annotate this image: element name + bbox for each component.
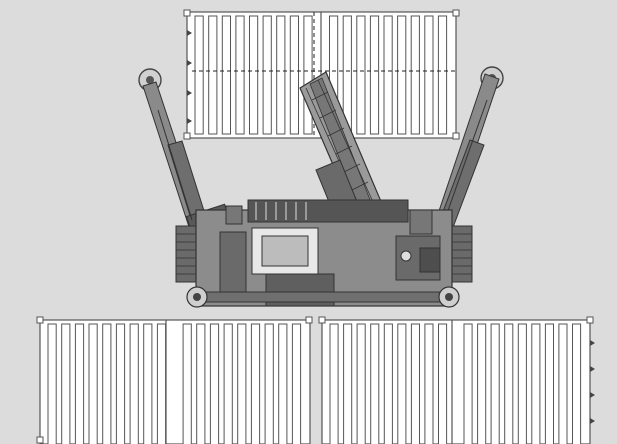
container-rib [531, 323, 541, 444]
bottom-right-container [318, 316, 595, 444]
corner-fitting [452, 132, 460, 140]
container-rib [289, 15, 299, 135]
container-rib [558, 323, 568, 444]
container-rib [61, 323, 71, 444]
container-rib [370, 323, 380, 444]
container-rib [208, 15, 218, 135]
container-rib [262, 15, 272, 135]
container-rib [47, 323, 57, 444]
container-rib [490, 323, 500, 444]
container-rib [438, 323, 448, 444]
container-rib [517, 323, 527, 444]
container-rib [383, 15, 393, 135]
container-rib [156, 323, 167, 444]
container-rib [329, 323, 339, 444]
corner-fitting [183, 132, 191, 140]
container-rib [463, 323, 473, 444]
container-rib [424, 15, 434, 135]
container-rib [196, 323, 206, 444]
container-rib [504, 323, 514, 444]
container-rib [129, 323, 139, 444]
container-rib [477, 323, 487, 444]
container-rib [369, 15, 380, 135]
corner-fitting [318, 316, 326, 324]
container-rib [276, 15, 286, 135]
telescopic-arm-icon [435, 66, 504, 231]
container-rib [572, 323, 582, 444]
container-rib [410, 323, 420, 444]
container-rib [278, 323, 288, 444]
container-rib [182, 323, 192, 444]
corner-fitting [183, 9, 191, 17]
container-rib [343, 323, 353, 444]
container-rib [249, 15, 259, 135]
container-rib [235, 15, 245, 135]
corner-fitting [36, 316, 44, 324]
container-rib [264, 323, 274, 444]
container-rib [102, 323, 112, 444]
corner-fitting [586, 316, 594, 324]
container-rib [88, 323, 98, 444]
container-rib [397, 15, 407, 135]
container-rib [356, 323, 366, 444]
corner-fitting [452, 9, 460, 17]
container-rib [397, 323, 407, 444]
container-rib [143, 323, 153, 444]
top-container-ribs [194, 15, 448, 135]
bottom-left-container [36, 316, 313, 444]
container-rib [194, 15, 204, 135]
container-rib [410, 15, 420, 135]
container-rib [544, 323, 555, 444]
container-rib [303, 15, 313, 135]
container-rib [437, 15, 448, 135]
top-container-markers [187, 30, 192, 124]
crawler-chassis-icon [175, 199, 473, 308]
corner-fitting [305, 316, 313, 324]
corner-fitting [36, 436, 44, 444]
container-rib [383, 323, 393, 444]
bottom-right-container-markers [590, 340, 595, 424]
container-rib [209, 323, 220, 444]
bottom-left-container-ribs [47, 323, 302, 444]
container-rib [74, 323, 85, 444]
container-rib [356, 15, 366, 135]
container-rib [237, 323, 247, 444]
container-rib [250, 323, 261, 444]
container-rib [223, 323, 233, 444]
container-rib [221, 15, 232, 135]
container-rib [115, 323, 126, 444]
container-rib [291, 323, 302, 444]
container-rib [424, 323, 434, 444]
bottom-right-container-ribs [329, 323, 582, 444]
